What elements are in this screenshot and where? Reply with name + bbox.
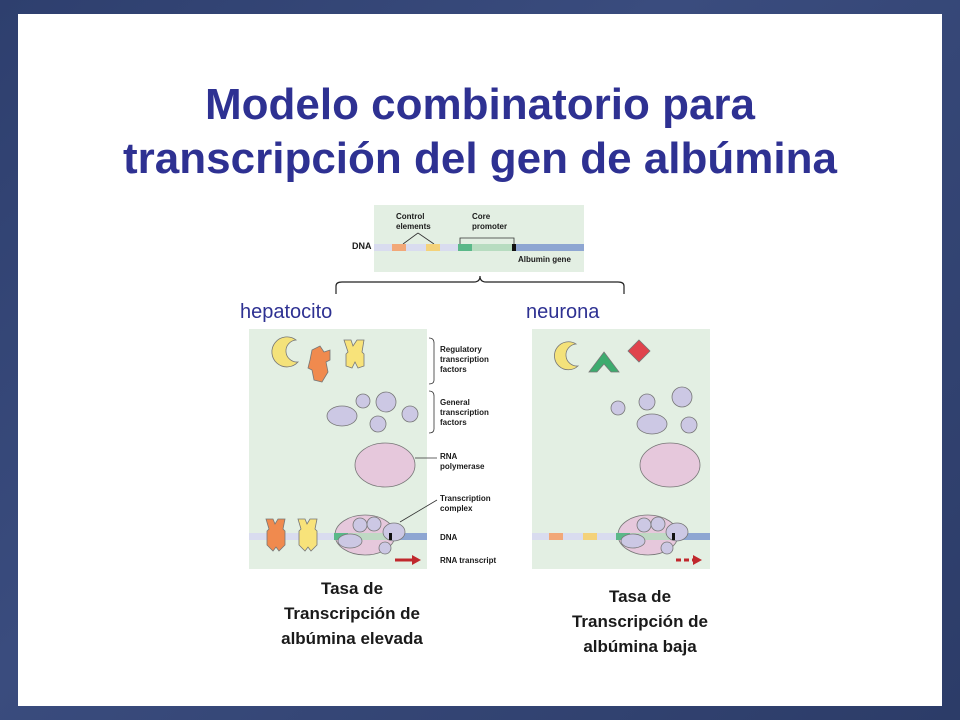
neuron-factor-red	[627, 339, 651, 363]
hepatocyte-promoter-light	[348, 533, 388, 540]
neuron-factor-green	[588, 351, 620, 373]
top-control-element-1	[392, 244, 406, 251]
neuron-panel	[532, 329, 710, 569]
hepatocyte-caption-line-1: Tasa de	[320, 579, 384, 598]
neuron-complex-factor-5	[660, 541, 674, 555]
neuron-transcript-arrowhead	[693, 555, 702, 565]
top-dna-label: DNA	[352, 241, 372, 251]
legend-rna-transcript: RNA transcript	[440, 556, 496, 565]
slide-background	[18, 14, 942, 706]
legend-dna: DNA	[440, 533, 458, 542]
neuron-general-factor-4	[636, 413, 668, 435]
complex-factor-3	[382, 522, 406, 542]
neuron-complex-factor-4	[620, 533, 646, 549]
title-line-2: transcripción del gen de albúmina	[123, 134, 837, 183]
legend-bracket-regulatory	[428, 337, 435, 385]
neuron-general-factor-3	[671, 386, 693, 408]
hepatocyte-panel	[249, 329, 427, 569]
rna-polymerase	[354, 442, 416, 488]
legend-bracket-general	[428, 390, 435, 434]
top-diagram-panel	[374, 205, 584, 272]
neuron-caption-line-1: Tasa de	[608, 587, 672, 606]
hepatocyte-caption-line-2: Transcripción de	[283, 604, 421, 623]
regulatory-factor-yellow	[343, 339, 365, 369]
hepatocyte-gene-segment	[392, 533, 427, 540]
neuron-complex-factor-2	[650, 516, 666, 532]
regulatory-factor-crescent	[271, 336, 299, 368]
neuron-complex-factor-3	[665, 522, 689, 542]
neuron-general-factor-1	[610, 400, 626, 416]
neuron-control-element-2	[583, 533, 597, 540]
general-factor-4	[369, 415, 387, 433]
hepatocyte-label: hepatocito	[240, 301, 333, 323]
slide-title: Modelo combinatorio para transcripción d…	[0, 78, 960, 186]
neuron-general-factor-2	[638, 393, 656, 411]
general-factor-1	[326, 405, 358, 427]
neuron-complex-factor-1	[636, 517, 652, 533]
top-start-site	[512, 244, 516, 251]
legend-pointer-complex	[399, 499, 438, 523]
complex-factor-1	[352, 517, 368, 533]
complex-factor-4	[337, 533, 363, 549]
neuron-start-site	[672, 533, 675, 540]
branch-brace	[335, 275, 625, 294]
bound-activator-yellow	[297, 518, 318, 552]
neuron-factor-crescent	[554, 341, 580, 371]
rna-transcript-arrowhead	[412, 555, 421, 565]
neuron-caption-line-2: Transcripción de	[571, 612, 709, 631]
neuron-promoter-light	[630, 533, 672, 540]
control-elements-pointer	[402, 232, 435, 245]
general-factor-2	[355, 393, 371, 409]
neuron-rna-polymerase	[639, 442, 701, 488]
title-line-1: Modelo combinatorio para	[204, 80, 756, 129]
neuron-gene-segment	[676, 533, 710, 540]
neuron-control-element-1	[549, 533, 563, 540]
neuron-caption: Tasa de Transcripción de albúmina baja	[536, 584, 744, 659]
complex-factor-5	[378, 541, 392, 555]
neuron-promoter	[616, 533, 630, 540]
top-albumin-gene-segment	[516, 244, 584, 251]
complex-factor-2	[366, 516, 382, 532]
general-factor-3	[375, 391, 397, 413]
neuron-label: neurona	[526, 301, 600, 323]
hepatocyte-caption: Tasa de Transcripción de albúmina elevad…	[248, 576, 456, 651]
neuron-general-factor-5	[680, 416, 698, 434]
bound-activator-orange	[265, 518, 286, 552]
regulatory-factor-orange	[307, 345, 331, 383]
hepatocyte-caption-line-3: albúmina elevada	[281, 629, 423, 648]
top-control-element-2	[426, 244, 440, 251]
neuron-caption-line-3: albúmina baja	[583, 637, 697, 656]
hepatocyte-start-site	[389, 533, 392, 540]
albumin-gene-label: Albumin gene	[518, 255, 571, 264]
top-promoter-light	[472, 244, 512, 251]
top-promoter-green	[458, 244, 472, 251]
general-factor-5	[401, 405, 419, 423]
core-promoter-bracket	[459, 237, 515, 244]
